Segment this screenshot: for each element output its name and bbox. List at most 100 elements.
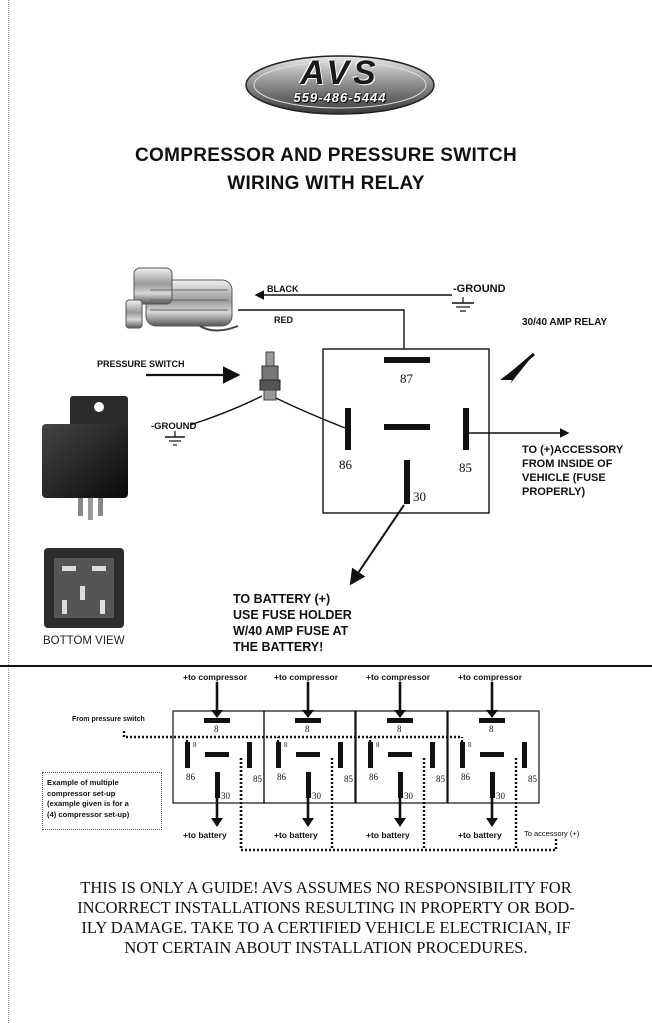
multi-pin-30-label-4: 30 [496,791,505,801]
multi-pin-86-label-4: 86 [461,772,470,782]
battery-arrowhead-2 [302,818,314,827]
multi-pin-87-bar-3 [387,718,413,723]
multi-relay-group [172,682,540,850]
page-title-line-1: COMPRESSOR AND PRESSURE SWITCH [135,145,517,166]
to-battery-label-3: +to battery [366,830,410,840]
avs-logo-graphic [245,55,435,115]
compressor-arrowhead-3 [394,710,406,718]
compressor-arrowhead-2 [302,710,314,718]
battery-line-1: TO BATTERY (+) [233,592,331,606]
ground-top-label: -GROUND [453,283,506,295]
multi-pin-85-label-1: 85 [253,774,262,784]
page-title-line-2: WIRING WITH RELAY [227,173,425,194]
pressure-switch-label: PRESSURE SWITCH [97,359,185,369]
logo-brand-text: AVS [300,54,380,92]
multi-pin-85-bar-4 [522,742,527,768]
relay-picture [42,396,128,520]
switch-to-86-wire [275,397,346,429]
relay-coil-bar [384,424,430,430]
multi-pin-87-bar-1 [204,718,230,723]
multi-pin-87a-label-2: 8 [284,741,288,749]
multi-pin-85-label-2: 85 [344,774,353,784]
red-wire [238,309,405,358]
page-left-border [8,0,9,1023]
example-line-2: compressor set-up [47,788,116,798]
multi-pin-87-label-2: 8 [305,724,310,734]
pin-85-label: 85 [459,460,472,475]
multi-pin-30-bar-3 [398,772,403,798]
switch-ground-wire [189,395,263,426]
accessory-line-4: PROPERLY) [522,486,586,498]
battery-arrowhead-3 [394,818,406,827]
compressor-arrowhead-4 [486,710,498,718]
multi-pin-85-bar-2 [338,742,343,768]
relay-type-label: 30/40 AMP RELAY [522,317,608,328]
multi-pin-87-label-1: 8 [214,724,219,734]
battery-instructions: TO BATTERY (+) USE FUSE HOLDER W/40 AMP … [233,591,352,655]
battery-line-3: W/40 AMP FUSE AT [233,624,349,638]
multi-pin-85-label-3: 85 [436,774,445,784]
example-line-4: (4) compressor set-up) [47,809,130,819]
battery-arrowhead-4 [486,818,498,827]
to-compressor-label-1: +to compressor [183,672,248,682]
relay-bottom-view-picture [44,548,124,628]
accessory-line-1: TO (+)ACCESSORY [522,444,624,456]
multi-pin-86-label-1: 86 [186,772,195,782]
multi-pin-30-bar-2 [306,772,311,798]
disclaimer-line-1: THIS IS ONLY A GUIDE! AVS ASSUMES NO RES… [80,878,572,897]
battery-arrowhead-1 [211,818,223,827]
pressure-switch-picture [259,351,281,401]
to-battery-label-4: +to battery [458,830,502,840]
multi-pin-85-bar-3 [430,742,435,768]
to-compressor-label-2: +to compressor [274,672,339,682]
pin-30-label: 30 [413,489,426,504]
avs-logo: AVS 559-486-5444 [244,54,436,116]
disclaimer-line-4: NOT CERTAIN ABOUT INSTALLATION PROCEDURE… [124,938,528,957]
multi-pin-87a-label-1: 8 [193,741,197,749]
ground-symbol-top [452,297,474,312]
disclaimer: THIS IS ONLY A GUIDE! AVS ASSUMES NO RES… [40,878,612,958]
multi-pin-87-bar-2 [295,718,321,723]
pin-87-bar [384,357,430,363]
to-compressor-label-4: +to compressor [458,672,523,682]
multi-pin-30-bar-4 [490,772,495,798]
pin-30-bar [404,460,410,504]
compressor-arrowhead-1 [211,710,223,718]
red-wire-label: RED [274,315,294,325]
pin-85-bar [463,408,469,450]
multi-pin-87a-label-3: 8 [376,741,380,749]
example-note-box: Example of multiple compressor set-up (e… [42,772,162,830]
to-battery-label-1: +to battery [183,830,227,840]
accessory-line-3: VEHICLE (FUSE [522,472,606,484]
example-line-1: Example of multiple [47,778,119,787]
disclaimer-line-3: ILY DAMAGE. TAKE TO A CERTIFIED VEHICLE … [81,918,571,937]
multi-pin-85-label-4: 85 [528,774,537,784]
pin-87-label: 87 [400,371,413,386]
multi-coil-bar-4 [480,752,504,757]
battery-line-2: USE FUSE HOLDER [233,608,352,622]
ground-left-label: -GROUND [151,421,197,432]
multi-pin-30-label-1: 30 [221,791,230,801]
multi-pin-86-bar-1 [185,742,190,768]
pin-86-bar [345,408,351,450]
black-wire-label: BLACK [267,284,299,294]
multi-pin-30-label-3: 30 [404,791,413,801]
to-compressor-label-3: +to compressor [366,672,431,682]
multi-coil-bar-3 [388,752,412,757]
pressure-switch-dotted-line [122,731,460,739]
accessory-instructions: TO (+)ACCESSORY FROM INSIDE OF VEHICLE (… [522,443,623,499]
multi-pin-85-bar-1 [247,742,252,768]
multi-pin-87-label-3: 8 [397,724,402,734]
disclaimer-line-2: INCORRECT INSTALLATIONS RESULTING IN PRO… [77,898,575,917]
to-accessory-label: To accessory (+) [524,829,580,838]
multi-pin-87a-label-4: 8 [468,741,472,749]
accessory-dotted-line [239,758,558,852]
battery-wire [349,504,405,586]
accessory-line-2: FROM INSIDE OF [522,458,613,470]
multi-pin-87-bar-4 [479,718,505,723]
multi-pin-30-label-2: 30 [312,791,321,801]
multi-coil-bar-1 [205,752,229,757]
multi-pin-86-bar-3 [368,742,373,768]
multi-pin-86-bar-4 [460,742,465,768]
pin-86-label: 86 [339,457,352,472]
